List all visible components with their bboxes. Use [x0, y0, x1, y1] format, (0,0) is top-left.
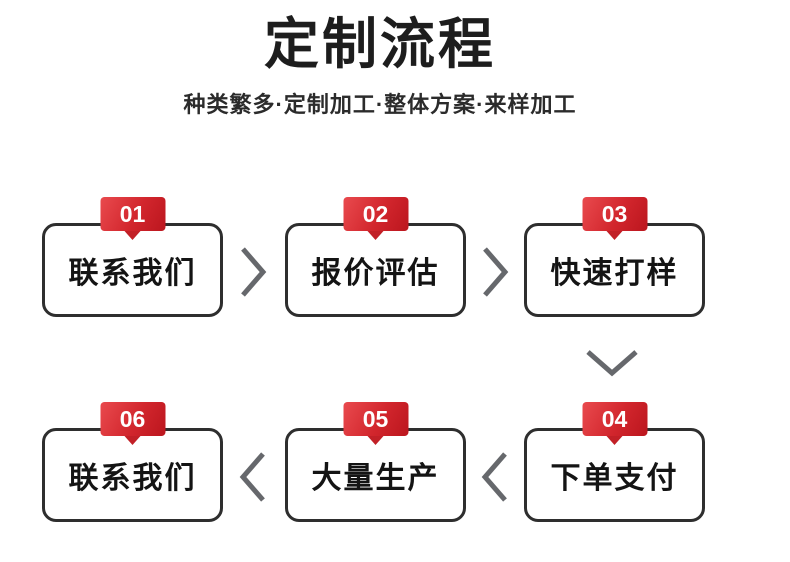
step-number-badge: 03 — [582, 197, 647, 240]
chevron-left-icon — [480, 449, 510, 505]
step-number-badge: 04 — [582, 402, 647, 445]
step-02: 02 报价评估 — [285, 197, 466, 317]
page-title: 定制流程 — [263, 13, 496, 75]
badge-pointer — [367, 436, 384, 445]
step-number-badge: 06 — [100, 402, 165, 445]
step-01: 01 联系我们 — [42, 197, 223, 317]
step-label: 报价评估 — [311, 257, 440, 290]
step-label: 下单支付 — [550, 462, 679, 495]
step-number: 06 — [119, 406, 146, 432]
step-number: 01 — [119, 201, 146, 227]
step-04: 04 下单支付 — [524, 402, 705, 522]
step-label: 联系我们 — [68, 257, 197, 290]
step-number-badge: 05 — [343, 402, 408, 445]
chevron-down-icon — [583, 347, 641, 379]
badge-pointer — [124, 231, 141, 240]
step-number: 05 — [362, 406, 389, 432]
step-05: 05 大量生产 — [285, 402, 466, 522]
step-label: 快速打样 — [550, 257, 679, 290]
step-number-badge: 02 — [343, 197, 408, 240]
header: 定制流程 种类繁多·定制加工·整体方案·来样加工 — [0, 0, 760, 119]
step-number: 02 — [362, 201, 389, 227]
badge-pointer — [124, 436, 141, 445]
chevron-right-icon — [480, 244, 510, 300]
badge-pointer — [606, 231, 623, 240]
step-03: 03 快速打样 — [524, 197, 705, 317]
step-number: 04 — [601, 406, 628, 432]
page-subtitle: 种类繁多·定制加工·整体方案·来样加工 — [183, 91, 577, 117]
step-number: 03 — [601, 201, 628, 227]
step-number-badge: 01 — [100, 197, 165, 240]
badge-pointer — [606, 436, 623, 445]
step-06: 06 联系我们 — [42, 402, 223, 522]
step-box: 联系我们 — [42, 223, 223, 317]
chevron-right-icon — [238, 244, 268, 300]
chevron-left-icon — [238, 449, 268, 505]
step-label: 大量生产 — [311, 462, 440, 495]
step-label: 联系我们 — [68, 462, 197, 495]
badge-pointer — [367, 231, 384, 240]
